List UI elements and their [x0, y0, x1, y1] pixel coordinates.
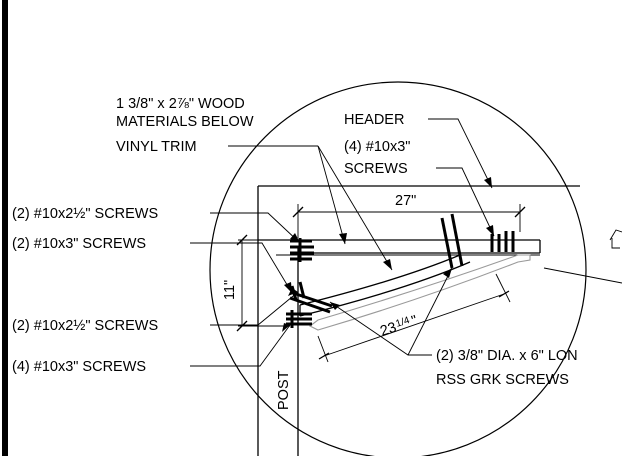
label-header-screws-line1: (4) #10x3" [344, 139, 410, 155]
post-head-screws [290, 238, 314, 262]
label-screws-4-10x3: (4) #10x3" SCREWS [12, 359, 146, 375]
dimension-27 [292, 204, 526, 238]
grk-screws [440, 213, 464, 269]
label-wood-line3: VINYL TRIM [116, 139, 197, 155]
label-header: HEADER [344, 112, 404, 128]
sheet-border [2, 0, 8, 456]
label-wood-line2: MATERIALS BELOW [116, 114, 254, 130]
header-beam [257, 185, 580, 256]
label-post: POST [276, 370, 292, 410]
label-screws-2-10x3: (2) #10x3" SCREWS [12, 236, 146, 252]
dimension-23-quarter [317, 273, 511, 363]
post [257, 240, 299, 456]
label-screws-2-10x2-5-bottom: (2) #10x2½" SCREWS [12, 318, 158, 334]
label-wood-line1: 1 3/8" x 2⅞" WOOD [116, 96, 245, 112]
dimension-11-text: 11" [222, 280, 238, 300]
section-symbol-partial [609, 229, 622, 249]
label-header-screws-line2: SCREWS [344, 161, 408, 177]
dimension-23-quarter-text: 23 1/4 " [378, 313, 419, 340]
detail-circle [209, 81, 587, 456]
label-grk-line1: (2) 3/8" DIA. x 6" LON [436, 348, 578, 364]
post-brace-screws [286, 281, 333, 328]
dimension-23-inch-mark: " [410, 313, 420, 330]
header-screws [490, 231, 515, 252]
leader-lines [190, 118, 622, 367]
label-screws-2-10x2-5-top: (2) #10x2½" SCREWS [12, 206, 158, 222]
dimension-11 [236, 234, 290, 332]
dimension-23-whole: 23 [378, 320, 398, 340]
dimension-27-text: 27" [395, 193, 416, 209]
label-grk-line2: RSS GRK SCREWS [436, 372, 569, 388]
dimension-23-fraction: 1/4 [394, 315, 411, 330]
